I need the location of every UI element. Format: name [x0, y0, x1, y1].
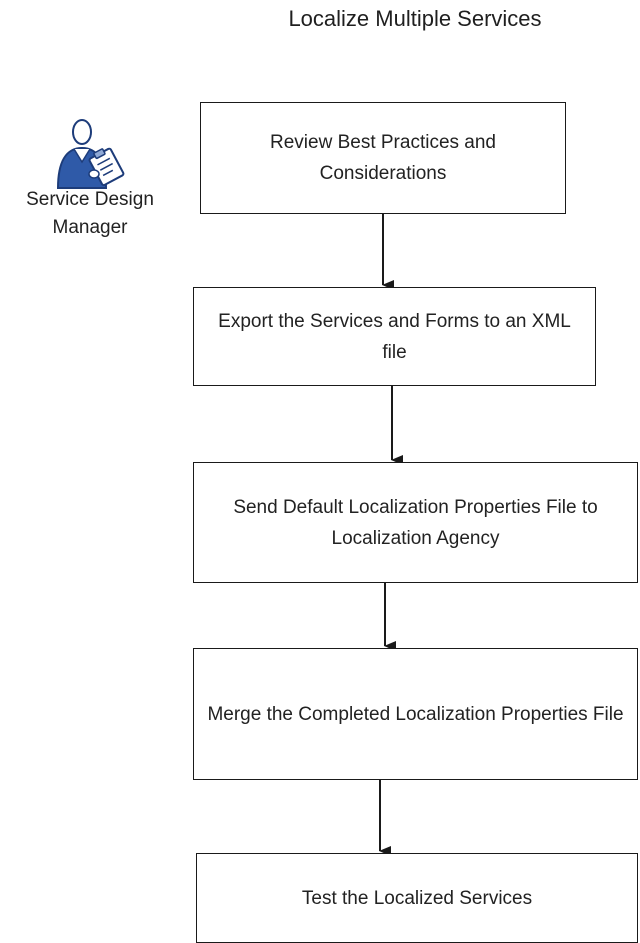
- step-send-properties-file: Send Default Localization Properties Fil…: [193, 462, 638, 583]
- step-export-services: Export the Services and Forms to an XML …: [193, 287, 596, 386]
- user-with-clipboard-icon: [56, 119, 125, 189]
- actor: Service Design Manager: [0, 118, 180, 258]
- step-review-best-practices: Review Best Practices and Considerations: [200, 102, 566, 214]
- diagram-title: Localize Multiple Services: [288, 6, 542, 31]
- step-merge-properties-file: Merge the Completed Localization Propert…: [193, 648, 638, 780]
- step-test-localized-services: Test the Localized Services: [196, 853, 638, 943]
- actor-label: Service Design Manager: [26, 189, 154, 238]
